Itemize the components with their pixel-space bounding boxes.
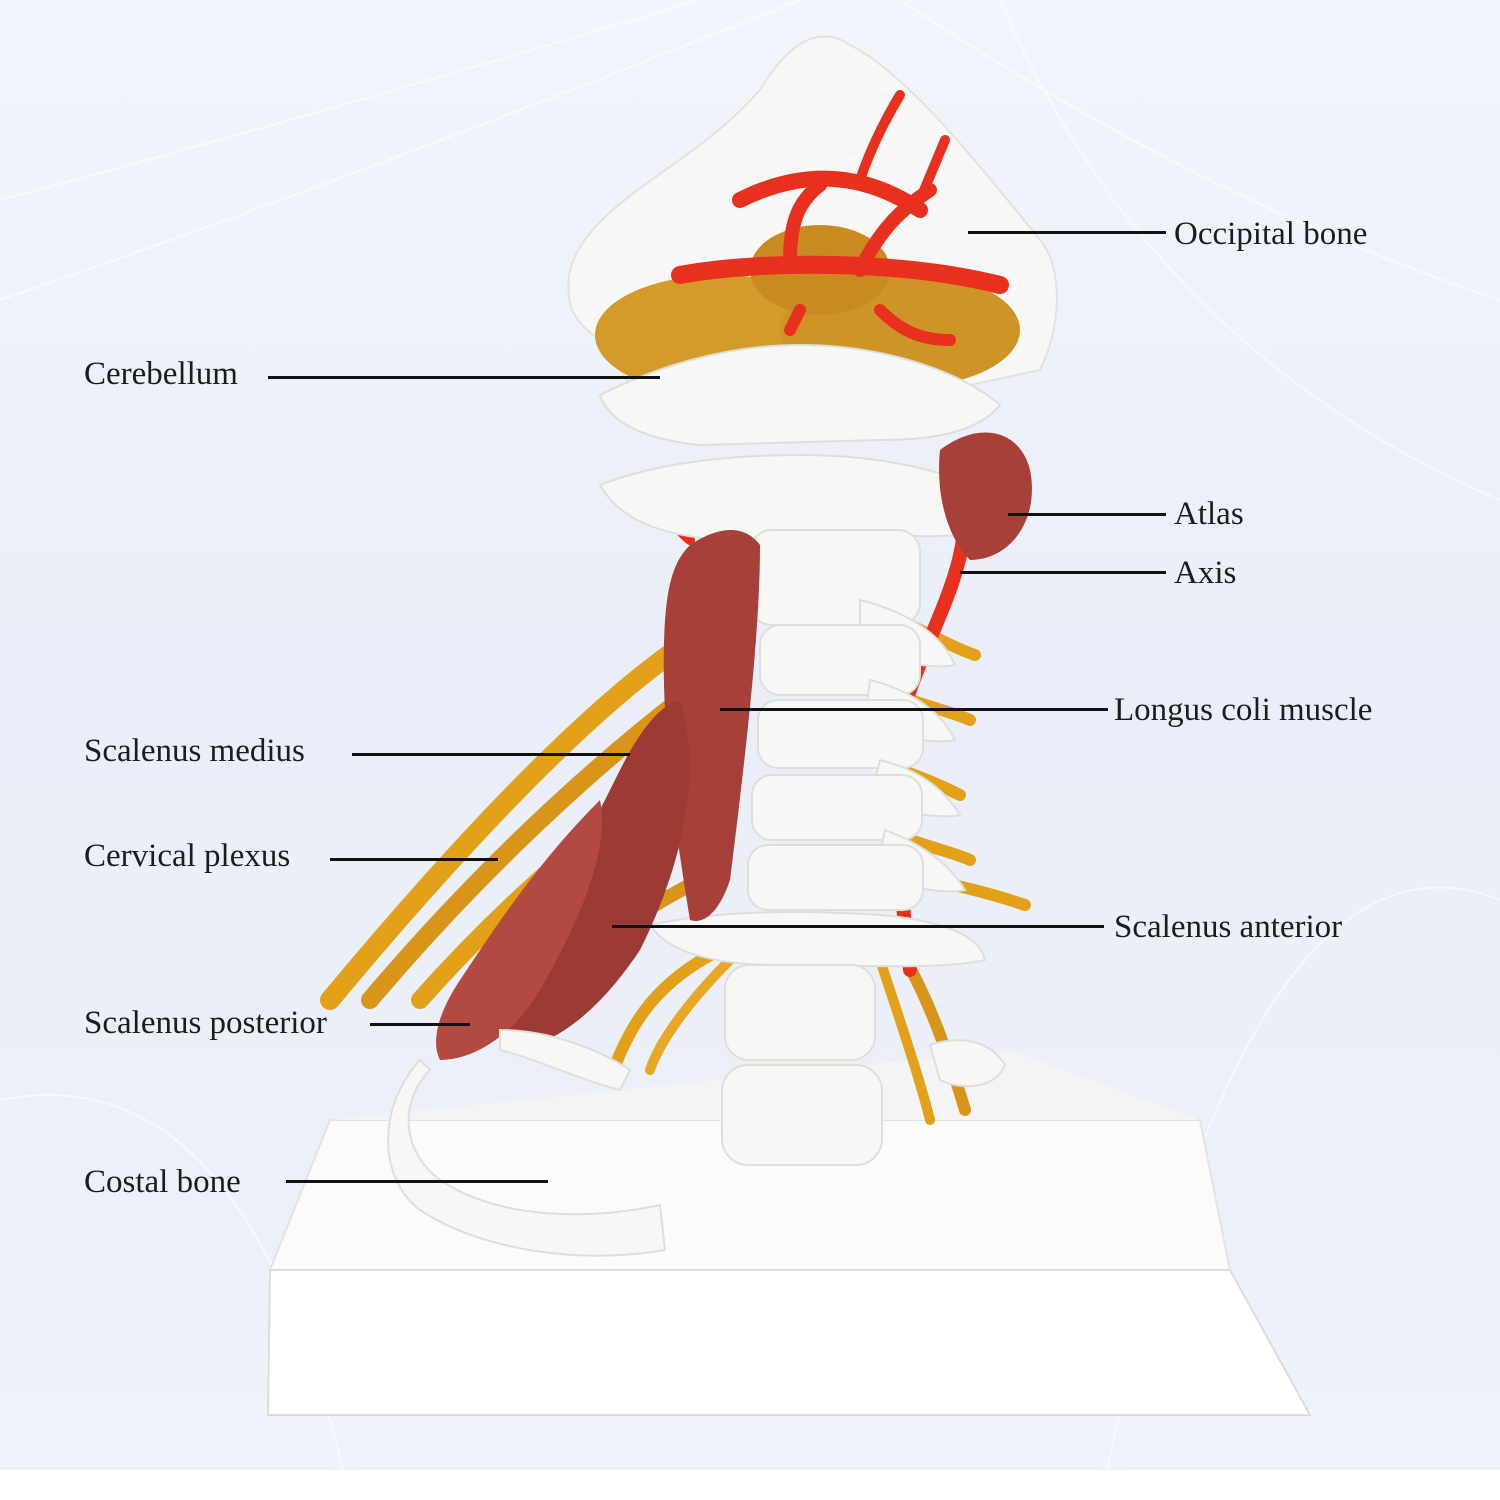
leader-scalenus-anterior bbox=[612, 925, 1104, 928]
leader-scalenus-medius bbox=[352, 753, 630, 756]
label-costal-bone: Costal bone bbox=[84, 1164, 241, 1200]
leader-cerebellum bbox=[268, 376, 660, 379]
leader-longus-coli bbox=[720, 708, 1108, 711]
label-scalenus-anterior: Scalenus anterior bbox=[1114, 909, 1343, 945]
costal-bone-shape bbox=[387, 1028, 667, 1257]
label-cerebellum: Cerebellum bbox=[84, 356, 238, 392]
label-occipital-bone: Occipital bone bbox=[1174, 216, 1368, 252]
label-axis: Axis bbox=[1174, 555, 1237, 591]
label-scalenus-posterior: Scalenus posterior bbox=[84, 1005, 327, 1041]
label-cervical-plexus: Cervical plexus bbox=[84, 838, 291, 874]
leader-scalenus-posterior bbox=[370, 1023, 470, 1026]
leader-cervical-plexus bbox=[330, 858, 498, 861]
leader-costal-bone bbox=[286, 1180, 548, 1183]
leader-occipital-bone bbox=[968, 231, 1166, 234]
label-longus-coli-muscle: Longus coli muscle bbox=[1114, 692, 1373, 728]
leader-atlas bbox=[1008, 513, 1166, 516]
muscle-group bbox=[436, 432, 1032, 1060]
leader-axis bbox=[960, 571, 1166, 574]
label-scalenus-medius: Scalenus medius bbox=[84, 733, 305, 769]
label-atlas: Atlas bbox=[1174, 496, 1244, 532]
